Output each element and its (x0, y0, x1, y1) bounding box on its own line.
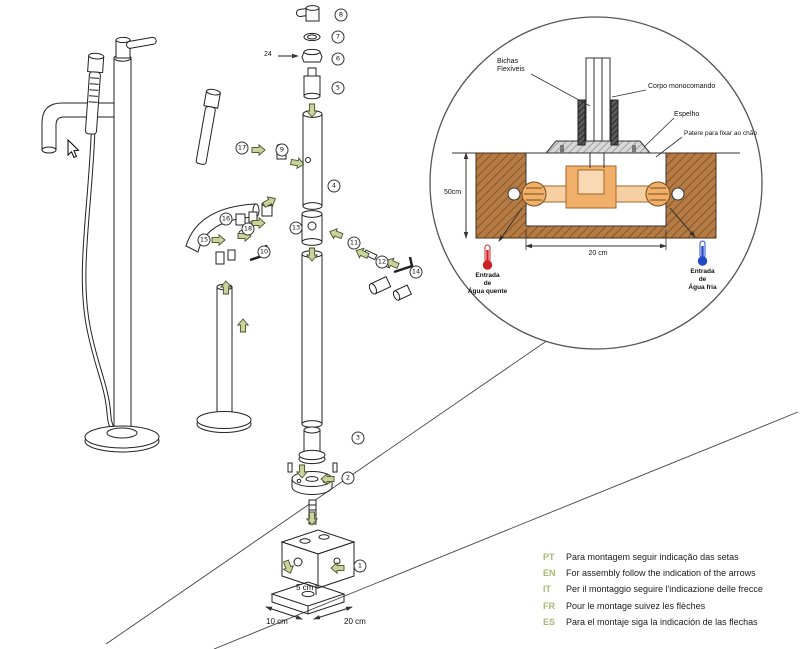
instruction-lang-fr: FR (543, 600, 555, 611)
partial-assembly (185, 88, 273, 433)
mouse-cursor (67, 138, 80, 159)
part-number-13: 13 (289, 221, 303, 235)
instruction-lang-it: IT (543, 584, 551, 595)
part-number-14: 14 (409, 265, 423, 279)
dim-depth-50cm: 50cm (444, 189, 462, 196)
instruction-text-fr: Pour le montage suivez les flèches (566, 600, 706, 611)
part-number-7: 7 (331, 30, 345, 44)
part-number-4: 4 (327, 179, 341, 193)
part-number-11: 11 (347, 236, 361, 250)
installation-detail-view (429, 16, 763, 350)
instruction-lang-es: ES (543, 616, 556, 627)
label-floor-fixing: Patere para fixar ao chão (684, 130, 757, 137)
label-hot-water-inlet: Entrada de Água quente (467, 272, 508, 295)
part-number-12: 12 (375, 255, 389, 269)
part-number-2: 2 (341, 471, 355, 485)
dim-10cm: 10 cm (266, 617, 288, 626)
label-flexible-hoses: Bichas Flexíveis (497, 58, 525, 74)
part-number-6: 6 (331, 52, 345, 66)
instruction-text-es: Para el montaje siga la indicación de la… (566, 616, 758, 627)
instruction-en: EN For assembly follow the indication of… (543, 568, 763, 580)
assembled-faucet (41, 36, 160, 453)
label-cold-water-inlet: Entrada de Água fria (688, 268, 717, 291)
instruction-lang-pt: PT (543, 552, 555, 562)
dim-width-20cm: 20 cm (588, 250, 608, 257)
part-number-8: 8 (334, 8, 348, 22)
assembly-instructions: PT Para montagem seguir indicação das se… (543, 552, 763, 633)
exploded-parts (249, 5, 414, 620)
instruction-es: ES Para el montaje siga la indicación de… (543, 617, 763, 629)
part-number-16: 16 (219, 212, 233, 226)
dim-5cm: 5 cm (296, 583, 314, 592)
instruction-fr: FR Pour le montage suivez les flèches (543, 601, 763, 613)
label-monocommand-body: Corpo monocomando (648, 83, 716, 90)
part-number-3: 3 (351, 431, 365, 445)
part-number-10: 10 (257, 245, 271, 259)
instruction-lang-en: EN (543, 568, 556, 579)
instruction-text-pt: Para montagem seguir indicação das setas (566, 552, 739, 562)
instruction-pt: PT Para montagem seguir indicação das se… (543, 552, 763, 564)
label-wrench-size: 24 (264, 51, 272, 58)
instruction-it: IT Per il montaggio seguire l'indicazion… (543, 584, 763, 596)
part-number-18: 18 (241, 222, 255, 236)
instruction-text-en: For assembly follow the indication of th… (566, 568, 756, 579)
part-number-5: 5 (331, 81, 345, 95)
hot-water-icon (482, 244, 493, 270)
part-number-9: 9 (275, 143, 289, 157)
hand-shower (84, 52, 105, 135)
part-number-1: 1 (353, 559, 367, 573)
part-number-15: 15 (197, 233, 211, 247)
part-number-17: 17 (235, 141, 249, 155)
instruction-text-it: Per il montaggio seguire l'indicazione d… (566, 584, 763, 595)
dim-20cm: 20 cm (344, 617, 366, 626)
label-mirror-plate: Espelho (674, 111, 700, 118)
cold-water-icon (697, 240, 708, 266)
